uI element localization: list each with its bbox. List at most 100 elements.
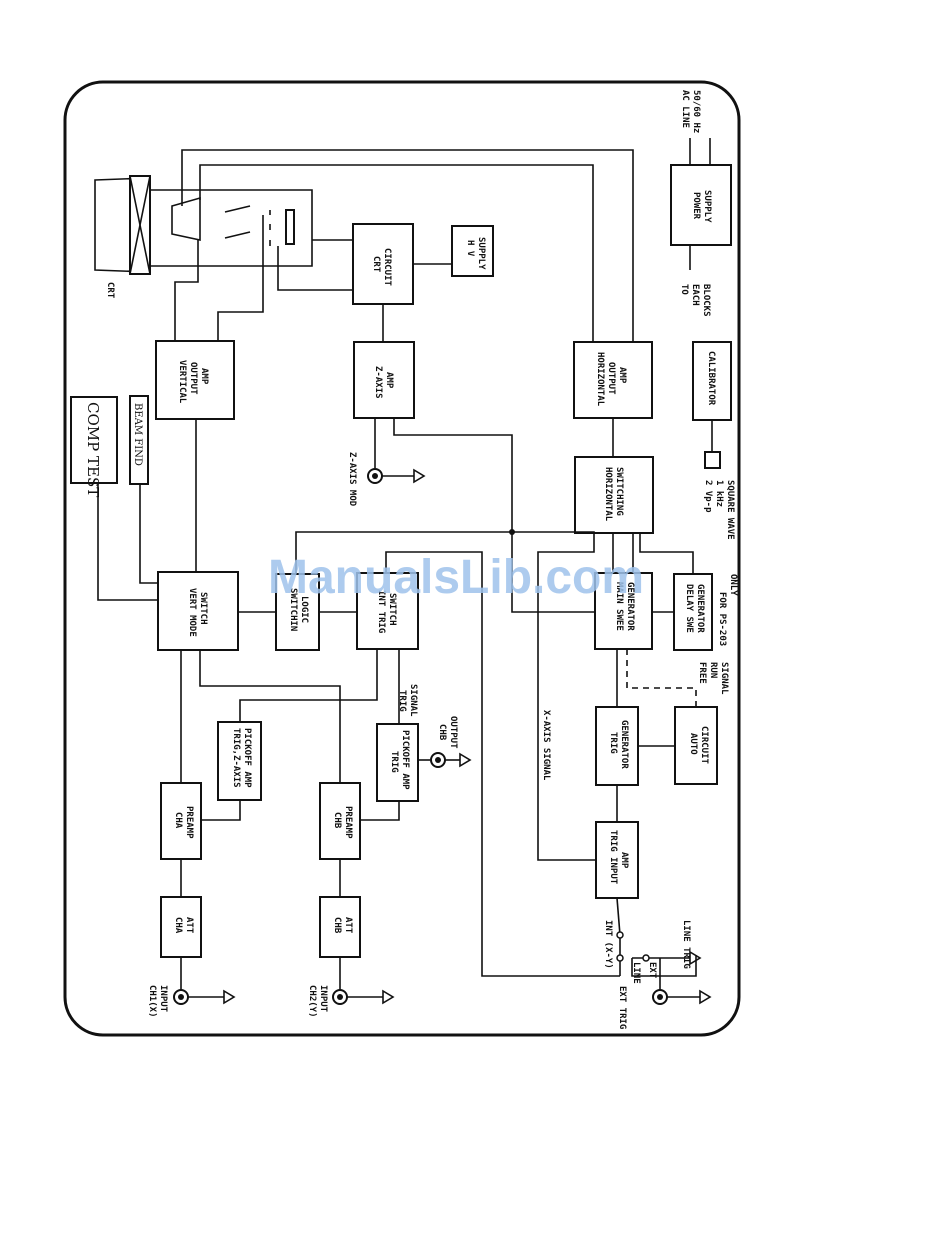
ch-b-output-jack[interactable] xyxy=(418,752,472,768)
horizontal-output-amp-label-2: OUTPUT xyxy=(606,362,616,395)
int-trig-switch-block xyxy=(356,572,419,650)
horizontal-switching-label-2: SWITCHING xyxy=(614,467,624,516)
trig-generator-block xyxy=(595,706,639,786)
trig-input-amp-label-2: AMP xyxy=(619,852,629,869)
horizontal-switching-label-1: HORIZONTAL xyxy=(603,467,613,522)
crt-circuit-label-1: CRT xyxy=(371,256,381,273)
ch-b-preamp-label-1: CHB xyxy=(332,812,342,829)
crt-circuit-label-2: CIRCUIT xyxy=(382,248,392,287)
ext-trig-label: EXT TRIG xyxy=(617,986,627,1029)
horizontal-switching-block xyxy=(574,456,654,534)
int-xy-label: INT (X-Y) xyxy=(603,920,613,969)
crt-label: CRT xyxy=(105,282,115,299)
auto-circuit-label-1: AUTO xyxy=(688,733,698,755)
z-axis-mod-label: Z-AXIS MOD xyxy=(347,452,357,507)
auto-circuit-label-2: CIRCUIT xyxy=(699,726,709,765)
switching-logic-label-2: LOGIC xyxy=(299,596,309,623)
int-trig-switch-label-2: SWITCH xyxy=(387,593,397,626)
trig-pickoff-amp-label-1: TRIG xyxy=(389,751,399,773)
vert-mode-switch-block xyxy=(157,571,239,651)
trig-pickoff-amp-block xyxy=(376,723,419,802)
trig-input-amp-label-1: TRIG INPUT xyxy=(608,830,618,885)
line-trig-connector xyxy=(632,950,702,966)
switch-contact-int xyxy=(616,931,624,939)
vertical-output-amp-label-3: AMP xyxy=(199,368,209,385)
main-sweep-generator-block xyxy=(594,572,653,650)
ac-line-label-1: AC LINE xyxy=(680,90,690,128)
ch-b-output-label-2: OUTPUT xyxy=(448,716,458,749)
power-supply-label-2: SUPPLY xyxy=(702,190,712,223)
trig-pickoff-amp-label-2: PICKOFF AMP xyxy=(400,730,410,790)
trig-signal-label-2: SIGNAL xyxy=(408,684,418,717)
ch1-input-jack[interactable] xyxy=(173,989,236,1005)
delay-sweep-generator-label-2: GENERATOR xyxy=(695,584,705,633)
switching-logic-label-1: SWITCHIN xyxy=(288,588,298,631)
ch2-input-label-1: CH2(Y) xyxy=(307,985,317,1018)
to-each-blocks-label-2: EACH xyxy=(690,284,700,306)
horizontal-output-amp-label-3: AMP xyxy=(617,367,627,384)
switch-contact-ext xyxy=(642,954,650,962)
calibrator-label: CALIBRATOR xyxy=(706,351,716,406)
ch-a-att-label-2: ATT xyxy=(184,917,194,934)
free-run-signal-label-3: SIGNAL xyxy=(719,662,729,695)
ch-a-preamp-label-2: PREAMP xyxy=(184,806,194,839)
switching-logic-block xyxy=(275,573,320,651)
horizontal-output-amp-block xyxy=(573,341,653,419)
to-each-blocks-label-1: TO xyxy=(679,284,689,295)
int-trig-switch-label-1: INT TRIG xyxy=(376,590,386,633)
z-axis-mod-jack[interactable] xyxy=(367,468,426,484)
power-supply-block xyxy=(670,164,732,246)
auto-circuit-block xyxy=(674,706,718,785)
free-run-signal-label-1: FREE xyxy=(697,662,707,684)
trig-generator-label-2: GENERATOR xyxy=(619,720,629,769)
calibrator-output-label-2: 1 kHz xyxy=(714,480,724,507)
ch2-input-label-2: INPUT xyxy=(318,985,328,1013)
ch-a-att-label-1: CHA xyxy=(173,917,183,934)
vertical-output-amp-label-1: VERTICAL xyxy=(177,360,187,404)
ch-b-att-label-1: CHB xyxy=(332,917,342,934)
vertical-output-amp-label-2: OUTPUT xyxy=(188,362,198,395)
crt-tube xyxy=(94,175,313,275)
power-supply-label-1: POWER xyxy=(691,192,701,220)
z-axis-amp-block xyxy=(353,341,415,419)
trig-z-axis-pickoff-amp-label-2: PICKOFF AMP xyxy=(242,728,252,788)
ac-line-label-2: 50/60 Hz xyxy=(691,90,701,133)
main-sweep-generator-label-1: MAIN SWEE xyxy=(614,582,624,631)
switch-contact-line xyxy=(616,954,624,962)
calibrator-output-label-1: 2 Vp-p xyxy=(703,480,713,513)
hv-supply-block xyxy=(451,225,494,277)
z-axis-amp-label-1: Z-AXIS xyxy=(373,366,383,399)
comp-test-block xyxy=(70,396,118,484)
trig-z-axis-pickoff-amp-label-1: TRIG,Z-AXIS xyxy=(231,728,241,788)
ch2-input-jack[interactable] xyxy=(332,989,395,1005)
beam-find-block xyxy=(129,395,149,485)
ch-b-att-label-2: ATT xyxy=(343,917,353,934)
for-model-label-2: ONLY xyxy=(728,574,738,596)
trig-generator-label-1: TRIG xyxy=(608,732,618,754)
x-axis-signal-label: X-AXIS SIGNAL xyxy=(541,710,551,781)
ch1-input-label-1: CH1(X) xyxy=(147,985,157,1018)
delay-sweep-generator-label-1: DELAY SWE xyxy=(684,584,694,633)
calibrator-output-label-3: SQUARE WAVE xyxy=(725,480,735,540)
for-model-label-1: FOR PS-203 xyxy=(717,592,727,646)
ch-a-preamp-label-1: CHA xyxy=(173,812,183,829)
vert-mode-switch-label-1: VERT MODE xyxy=(187,588,197,637)
calibrator-block xyxy=(692,341,732,421)
hv-supply-label-2: SUPPLY xyxy=(476,237,486,270)
trig-signal-label-1: TRIG xyxy=(397,690,407,712)
ext-trig-jack[interactable] xyxy=(652,989,712,1005)
line-label: LINE xyxy=(631,962,641,984)
watermark: ManualsLib.com xyxy=(268,551,644,604)
z-axis-amp-label-2: AMP xyxy=(384,372,394,389)
ext-label: EXT xyxy=(647,962,657,979)
line-trig-label: LINE TRIG xyxy=(681,920,691,969)
beam-find-label: BEAM FIND xyxy=(132,403,143,466)
comp-test-label: COMP TEST xyxy=(84,402,102,497)
ch-b-preamp-label-2: PREAMP xyxy=(343,806,353,839)
vert-mode-switch-label-2: SWITCH xyxy=(198,592,208,625)
horizontal-output-amp-label-1: HORIZONTAL xyxy=(595,352,605,407)
vertical-output-amp-block xyxy=(155,340,235,420)
delay-sweep-generator-block xyxy=(673,573,713,651)
free-run-signal-label-2: RUN xyxy=(708,662,718,678)
